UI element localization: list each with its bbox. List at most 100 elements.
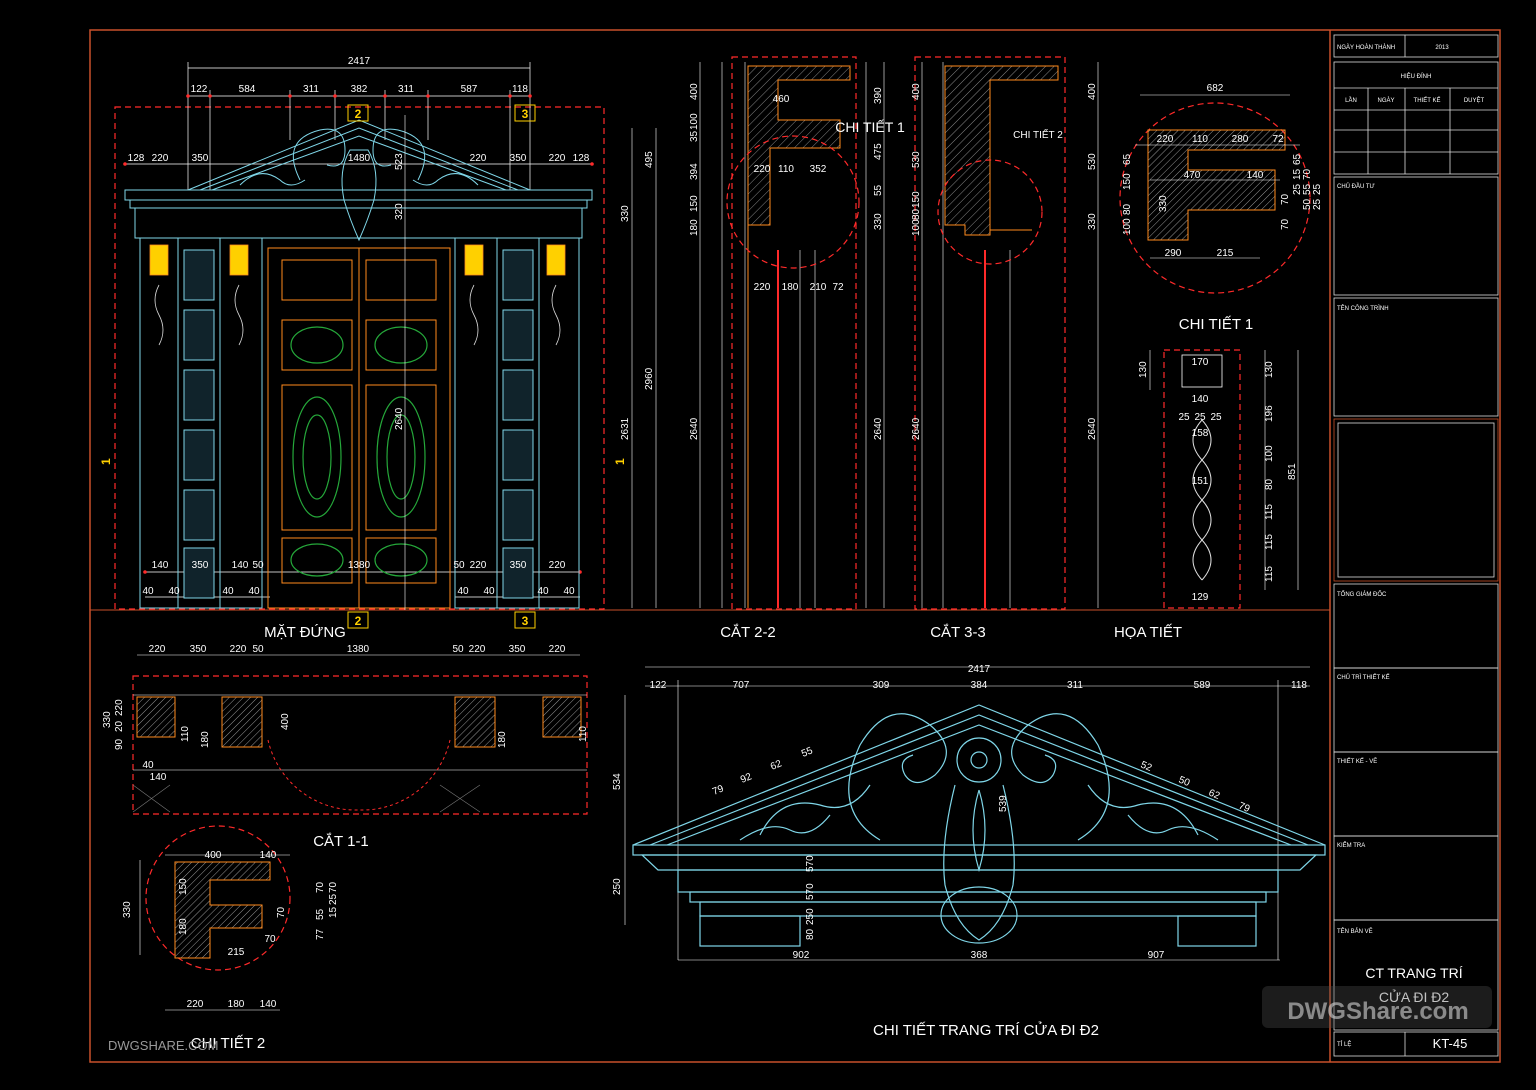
d2-right-dims: 70 70 25 15 55 77 70 70 — [264, 881, 339, 945]
svg-text:539: 539 — [998, 795, 1009, 812]
svg-text:400: 400 — [689, 83, 700, 100]
svg-text:460: 460 — [773, 94, 790, 105]
svg-text:40: 40 — [483, 586, 495, 597]
svg-text:220: 220 — [754, 282, 771, 293]
elev-dims-bottom-small: 40 40 40 40 40 40 40 40 — [142, 586, 575, 597]
svg-text:15: 15 — [1292, 168, 1303, 180]
svg-text:128: 128 — [573, 153, 590, 164]
svg-text:122: 122 — [191, 84, 208, 95]
svg-text:350: 350 — [190, 644, 207, 655]
svg-text:384: 384 — [971, 680, 988, 691]
svg-text:140: 140 — [232, 560, 249, 571]
svg-text:180: 180 — [782, 282, 799, 293]
svg-text:100: 100 — [689, 113, 700, 130]
door-center-dims: 539 570 570 250 80 — [805, 795, 1009, 940]
svg-text:40: 40 — [222, 586, 234, 597]
svg-text:584: 584 — [239, 84, 256, 95]
sheet-frame — [89, 29, 1501, 1063]
svg-text:140: 140 — [260, 999, 277, 1010]
svg-text:122: 122 — [650, 680, 667, 691]
svg-text:570: 570 — [805, 883, 816, 900]
marker-1-right: 1 — [613, 458, 627, 465]
svg-text:707: 707 — [733, 680, 750, 691]
svg-text:15: 15 — [328, 906, 339, 918]
svg-text:523: 523 — [394, 153, 405, 170]
svg-text:158: 158 — [1192, 428, 1209, 439]
svg-text:475: 475 — [873, 143, 884, 160]
door-top-dims: 122 707 309 384 311 589 118 — [650, 680, 1308, 691]
section-2-2: 400 100 35 394 180 150 460 220 110 352 2… — [689, 56, 905, 641]
tb-scale-label: TỈ LỆ — [1337, 1040, 1351, 1048]
svg-text:534: 534 — [612, 773, 623, 790]
svg-text:220: 220 — [549, 153, 566, 164]
svg-text:110: 110 — [1192, 134, 1208, 145]
caption-ornament: HỌA TIẾT — [1114, 624, 1182, 641]
svg-text:118: 118 — [1291, 680, 1307, 691]
detail-2: 400 140 330 150 180 70 70 25 15 55 77 70… — [108, 825, 339, 1053]
svg-text:70: 70 — [276, 906, 287, 918]
svg-text:50: 50 — [252, 560, 264, 571]
svg-text:1480: 1480 — [348, 153, 371, 164]
sec2-height-left: 2640 — [689, 417, 700, 440]
svg-text:80: 80 — [911, 208, 922, 220]
svg-text:65: 65 — [1292, 153, 1303, 165]
svg-text:115: 115 — [1264, 504, 1275, 520]
elev-dims-top: 122 584 311 382 311 587 118 — [191, 84, 529, 95]
svg-text:220: 220 — [114, 699, 125, 716]
svg-text:1380: 1380 — [348, 560, 371, 571]
svg-text:40: 40 — [142, 760, 154, 771]
svg-text:50: 50 — [453, 560, 465, 571]
svg-text:215: 215 — [1217, 248, 1234, 259]
svg-text:90: 90 — [114, 738, 125, 750]
title-block: NGÀY HOÀN THÀNH 2013 HIỆU ĐÍNH LẦN NGÀY … — [1333, 34, 1499, 1057]
marker-2-top: 2 — [355, 107, 362, 121]
tb-investor-label: CHỦ ĐẦU TƯ — [1337, 183, 1375, 190]
svg-text:907: 907 — [1148, 950, 1165, 961]
svg-text:40: 40 — [537, 586, 549, 597]
svg-text:210: 210 — [810, 282, 827, 293]
svg-text:368: 368 — [971, 950, 988, 961]
svg-text:25: 25 — [1292, 183, 1303, 195]
svg-text:DWGShare.com: DWGShare.com — [1287, 998, 1468, 1025]
svg-text:140: 140 — [150, 772, 167, 783]
svg-text:220: 220 — [230, 644, 247, 655]
svg-text:50: 50 — [252, 644, 264, 655]
svg-text:495: 495 — [644, 151, 655, 168]
svg-text:55: 55 — [873, 184, 884, 196]
svg-text:72: 72 — [1272, 134, 1284, 145]
svg-text:311: 311 — [1067, 680, 1083, 691]
svg-text:25: 25 — [328, 893, 339, 905]
door-pediment-detail: 2417 122 707 309 384 311 589 118 — [612, 664, 1326, 1039]
svg-text:280: 280 — [1232, 134, 1249, 145]
caption-section-2: CẮT 2-2 — [720, 623, 776, 641]
svg-text:220: 220 — [549, 560, 566, 571]
elev-dims-bottom: 140 350 140 50 1380 50 220 350 220 — [152, 560, 566, 571]
svg-text:70: 70 — [1302, 168, 1313, 180]
svg-text:180: 180 — [689, 219, 700, 236]
svg-text:350: 350 — [509, 644, 526, 655]
svg-text:118: 118 — [512, 84, 528, 95]
svg-text:70: 70 — [1280, 218, 1291, 230]
tb-drawing-name-1: CT TRANG TRÍ — [1365, 965, 1462, 981]
svg-text:350: 350 — [192, 560, 209, 571]
svg-text:129: 129 — [1192, 592, 1209, 603]
section-1-1: 220 350 220 50 1380 50 220 350 220 330 2… — [102, 644, 589, 850]
svg-text:570: 570 — [805, 855, 816, 872]
svg-text:40: 40 — [142, 586, 154, 597]
svg-text:DUYỆT: DUYỆT — [1464, 96, 1485, 104]
svg-text:309: 309 — [873, 680, 890, 691]
svg-text:77: 77 — [315, 928, 326, 940]
svg-text:170: 170 — [1192, 357, 1209, 368]
svg-text:220: 220 — [469, 644, 486, 655]
svg-text:25: 25 — [1194, 412, 1206, 423]
svg-text:400: 400 — [280, 713, 291, 730]
svg-text:394: 394 — [689, 163, 700, 180]
ornament-right-dims: 130 196 100 80 115 115 115 851 — [1264, 361, 1298, 582]
svg-text:902: 902 — [793, 950, 810, 961]
svg-text:THIẾT KẾ: THIẾT KẾ — [1414, 97, 1441, 104]
tb-chief-label: CHỦ TRÌ THIẾT KẾ — [1337, 674, 1390, 681]
svg-text:70: 70 — [1280, 193, 1291, 205]
watermark-right: DWGShare.com — [1262, 986, 1492, 1028]
svg-text:80: 80 — [1122, 203, 1133, 215]
svg-text:350: 350 — [510, 560, 527, 571]
